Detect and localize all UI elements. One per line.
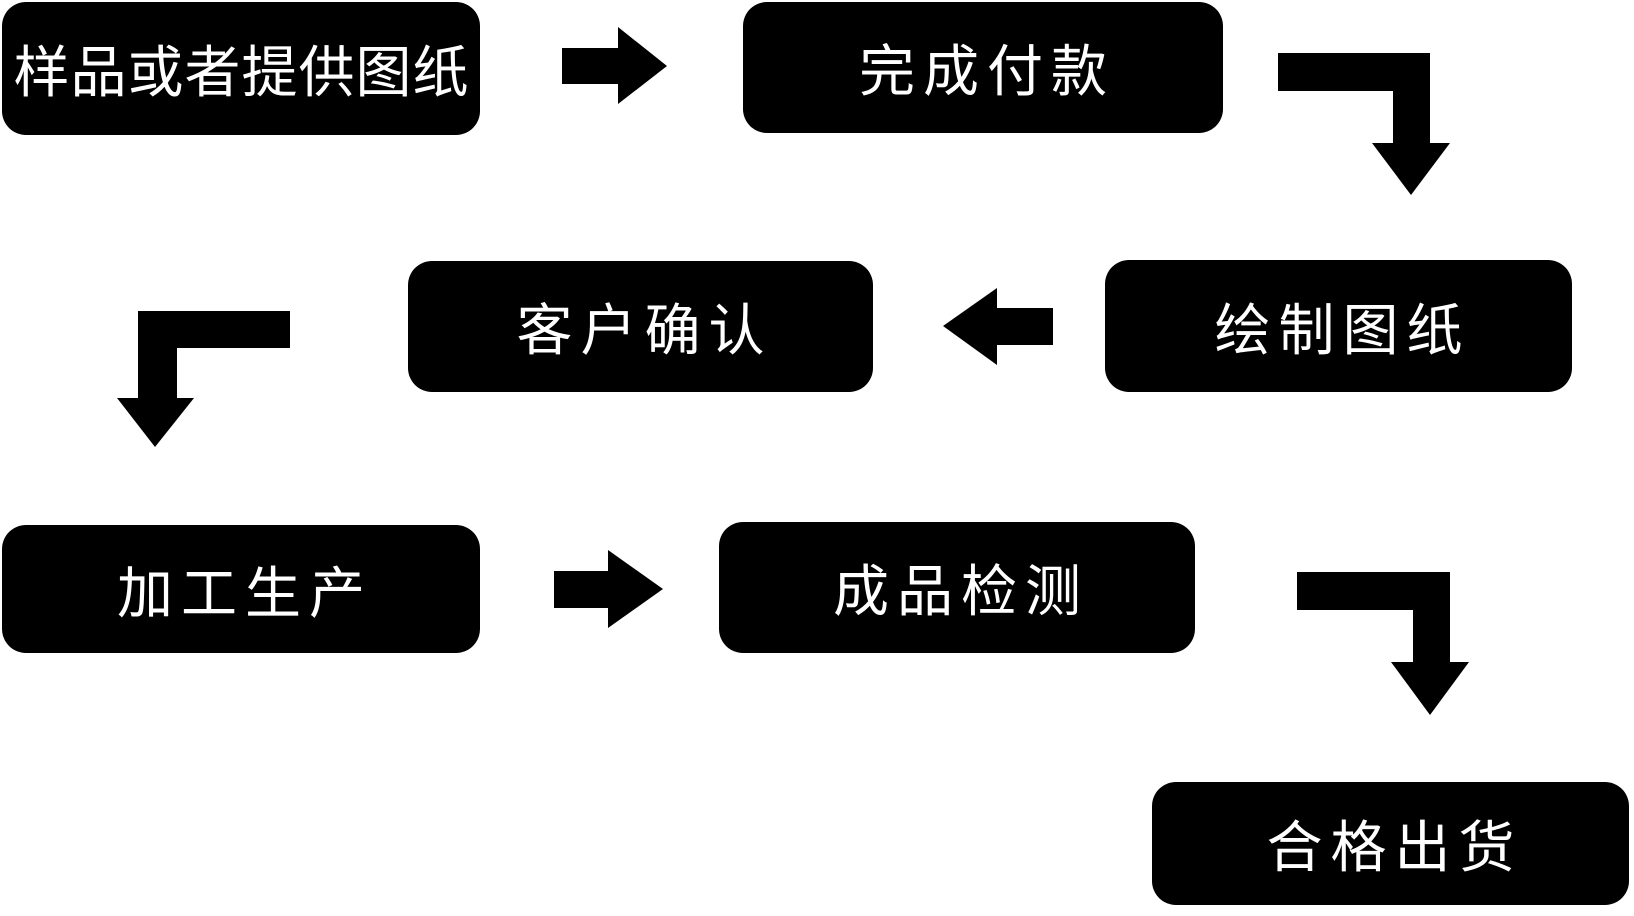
node-label: 绘制图纸 [1214, 298, 1471, 364]
elbow-arrow-down-icon [1297, 572, 1469, 715]
node-label: 完成付款 [859, 40, 1115, 105]
node-label: 成品检测 [833, 560, 1089, 625]
node-label: 样品或者提供图纸 [13, 41, 470, 106]
node-label: 加工生产 [117, 561, 373, 627]
node-customer-confirm: 客户确认 [408, 261, 873, 392]
node-draw-drawings: 绘制图纸 [1105, 260, 1572, 392]
node-label: 客户确认 [516, 299, 773, 364]
node-complete-payment: 完成付款 [743, 2, 1223, 133]
elbow-arrow-down-icon [1278, 53, 1450, 195]
node-finished-product-inspection: 成品检测 [719, 522, 1195, 653]
node-qualified-shipment: 合格出货 [1152, 782, 1629, 905]
arrow-right-icon [554, 550, 663, 628]
elbow-arrow-down-icon [117, 311, 290, 447]
arrow-right-icon [562, 27, 667, 104]
node-sample-or-drawing: 样品或者提供图纸 [2, 2, 480, 135]
node-label: 合格出货 [1266, 816, 1523, 881]
arrow-left-icon [943, 288, 1053, 365]
node-processing-production: 加工生产 [2, 525, 480, 653]
